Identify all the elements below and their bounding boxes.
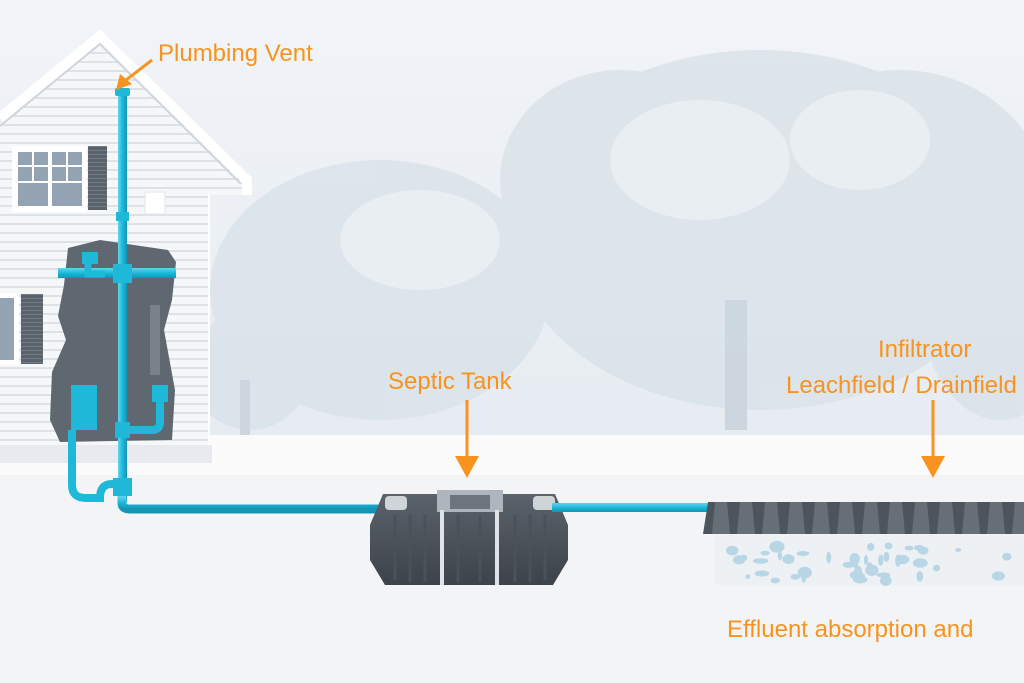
chamber-ridge [862,502,880,534]
gravel-stone [849,552,860,565]
gravel-stone [912,558,928,568]
gravel-stone [797,566,812,579]
chamber-ridge [1012,502,1024,534]
upper-window [12,146,107,212]
gravel-stone [725,545,739,556]
sink-trap [82,252,98,264]
chamber-ridge [737,502,755,534]
label-infiltrator: Infiltrator [878,336,972,363]
appliance-box [71,385,97,430]
gravel-stone [770,577,780,584]
gravel-stone [852,576,868,584]
chamber-ridge [912,502,930,534]
chamber-ridge [937,502,955,534]
gravel-stone [790,573,801,580]
gravel-stone [760,550,770,556]
gravel-stone [932,564,941,572]
gravel-stone [752,558,769,564]
label-effluent-absorption: Effluent absorption and [727,616,974,643]
gravel-stone [904,545,914,551]
septic-tank [370,490,568,585]
chamber-ridge [962,502,980,534]
gravel-stone [777,551,783,561]
infiltrator-chambers [703,502,1024,534]
gravel-stone [917,546,929,555]
gravel-stone [740,554,748,561]
chamber-ridge [887,502,905,534]
gravel-stone [883,551,890,562]
vent-box [144,191,166,215]
label-leachfield-drainfield: Leachfield / Drainfield [786,372,1017,399]
chamber-ridge [712,502,730,534]
gravel-bed [715,535,1024,586]
gravel-stone [801,575,806,583]
tree-highlights [340,90,930,290]
gravel-stone [955,547,962,552]
gravel-stone [754,570,770,577]
lower-shutter [21,294,43,364]
gravel-stone [878,554,884,566]
house-plumbing [58,88,390,514]
label-septic-tank: Septic Tank [388,368,512,395]
gravel-stone [867,542,875,551]
gravel-stone [842,561,855,568]
outlet-pipe [552,503,712,512]
gravel-stone [772,544,778,549]
house [0,29,252,463]
gravel-stone [745,574,751,579]
gravel-stone [1002,552,1012,561]
gravel-stone [865,564,879,576]
arrow-septic-tank [455,400,479,478]
chamber-ridge [837,502,855,534]
chamber-ridge [787,502,805,534]
gravel-stone [796,550,810,557]
gravel-stone [854,565,863,578]
gravel-stone [826,551,832,564]
vent-stack [118,92,127,502]
gravel-stone [884,542,893,550]
gravel-stone [863,554,869,565]
chamber-ridge [762,502,780,534]
arrow-infiltrator [921,400,945,478]
label-plumbing-vent: Plumbing Vent [158,40,313,67]
chamber-ridge [987,502,1005,534]
gravel-stone [879,575,892,586]
lower-window [0,293,43,365]
gravel-stone [916,570,924,582]
upper-shutter [88,146,107,210]
vent-cap [115,88,130,96]
arrow-plumbing-vent [116,58,153,90]
gravel-stone [895,554,901,567]
gravel-stone [782,554,795,565]
gravel-stone [991,571,1005,581]
chamber-ridge [812,502,830,534]
